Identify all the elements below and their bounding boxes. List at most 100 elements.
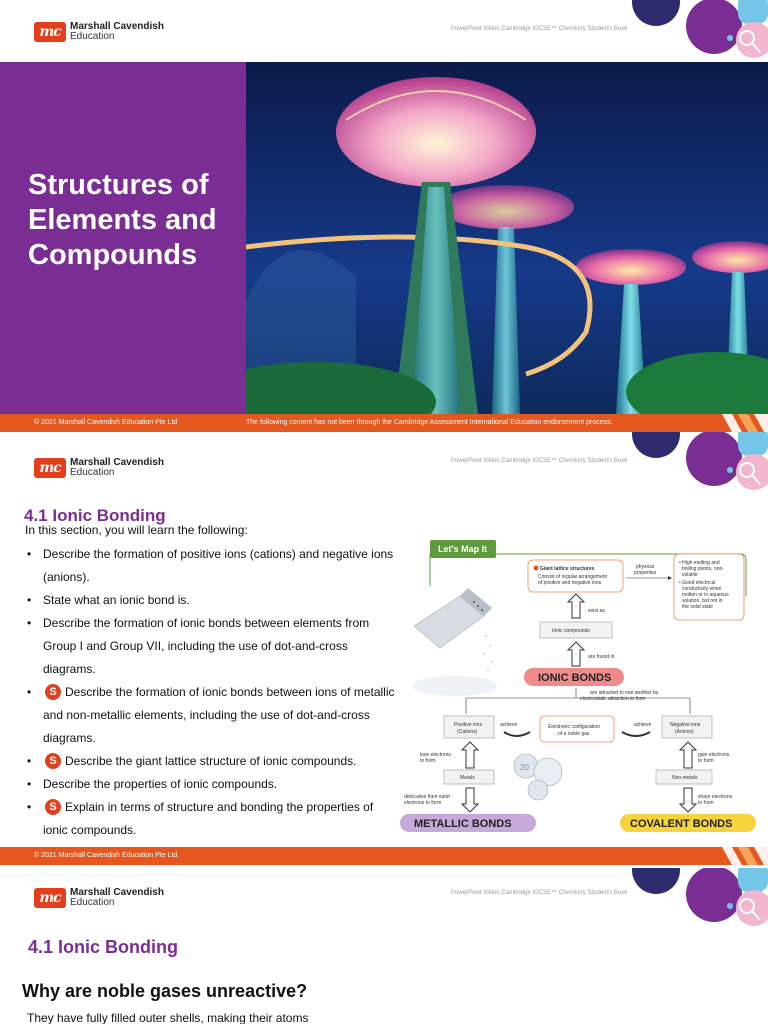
are-found-in-label: are found in bbox=[588, 654, 615, 660]
title-panel bbox=[0, 62, 246, 414]
footer-stripes bbox=[722, 414, 768, 432]
down-arrow bbox=[460, 787, 480, 813]
title-line: Elements and bbox=[28, 204, 217, 236]
noble-gas-slide: mc Marshall Cavendish Education PowerPoi… bbox=[0, 868, 768, 1024]
logo-line-2: Education bbox=[70, 897, 115, 908]
non-metals-label: Non-metals bbox=[672, 775, 698, 781]
up-arrow bbox=[566, 593, 586, 619]
ionic-compounds-box bbox=[539, 621, 613, 639]
negative-ions-label: (Anions) bbox=[675, 729, 694, 735]
giant-lattice-label: Giant lattice structures bbox=[540, 566, 595, 572]
endorsement-note: The following content has not been throu… bbox=[246, 419, 613, 426]
achieve-label: achieve bbox=[500, 722, 517, 728]
metals-box bbox=[443, 769, 495, 785]
logo-mark: mc bbox=[34, 22, 66, 42]
title-line: Compounds bbox=[28, 239, 198, 271]
footer-bar: © 2021 Marshall Cavendish Education Pte … bbox=[0, 847, 768, 865]
coins-illustration: 20 bbox=[513, 753, 563, 801]
supplement-badge: S bbox=[45, 684, 61, 700]
objective-item: State what an ionic bond is. bbox=[25, 589, 397, 612]
negative-ions-box bbox=[661, 715, 713, 739]
property-item: molten or in aqueous bbox=[682, 592, 729, 598]
coin-value: 20 bbox=[520, 763, 529, 772]
giant-lattice-detail: Consist of regular arrangement bbox=[538, 574, 608, 580]
achieve-label: achieve bbox=[634, 722, 651, 728]
physical-properties-label: properties bbox=[634, 570, 657, 576]
section-heading: 4.1 Ionic Bonding bbox=[28, 937, 179, 957]
property-item: the solid state bbox=[682, 604, 713, 610]
metals-label: Metals bbox=[460, 775, 475, 781]
decorative-circles bbox=[632, 868, 768, 926]
up-arrow bbox=[678, 741, 698, 769]
property-item: • Good electrical bbox=[679, 580, 716, 586]
salt-shaker-illustration bbox=[413, 588, 497, 696]
positive-ions-box bbox=[443, 715, 495, 739]
footer-bar: © 2021 Marshall Cavendish Education Pte … bbox=[0, 414, 768, 432]
share-electrons-label: share electrons bbox=[698, 794, 733, 800]
covalent-bonds-label bbox=[620, 814, 756, 832]
logo-mark: mc bbox=[34, 458, 66, 478]
positive-ions-label: Positive ions bbox=[454, 722, 483, 728]
logo-mark: mc bbox=[34, 888, 66, 908]
brand-logo: mc Marshall Cavendish Education bbox=[34, 458, 164, 478]
logo-text: Marshall Cavendish Education bbox=[70, 22, 164, 42]
copyright-text: © 2021 Marshall Cavendish Education Pte … bbox=[34, 419, 178, 426]
supplement-badge: S bbox=[45, 753, 61, 769]
map-banner-text: Let's Map It bbox=[438, 544, 487, 554]
objective-item: Describe the properties of ionic compoun… bbox=[25, 773, 397, 796]
decorative-circles bbox=[632, 432, 768, 490]
decorative-circles bbox=[632, 0, 768, 58]
logo-line-1: Marshall Cavendish bbox=[70, 21, 164, 32]
slide-title: Structures of Elements and Compounds bbox=[28, 168, 243, 273]
metallic-bonds-label bbox=[400, 814, 536, 832]
question-text: Why are noble gases unreactive? bbox=[22, 981, 308, 1001]
section-intro: In this section, you will learn the foll… bbox=[25, 523, 248, 537]
properties-box bbox=[673, 553, 745, 621]
gain-electrons-label: gain electrons bbox=[698, 752, 730, 758]
logo-line-1: Marshall Cavendish bbox=[70, 457, 164, 468]
delocalise-label: delocalise their outer bbox=[404, 794, 450, 800]
title-slide: mc Marshall Cavendish Education PowerPoi… bbox=[0, 0, 768, 432]
objective-text: Explain in terms of structure and bondin… bbox=[43, 800, 374, 837]
property-item: volatile bbox=[682, 572, 698, 578]
physical-properties-label: physical bbox=[636, 564, 654, 570]
noble-gas-box bbox=[539, 715, 615, 743]
footer-stripes bbox=[722, 847, 768, 865]
share-electrons-label: to form bbox=[698, 800, 714, 806]
map-banner bbox=[430, 540, 496, 558]
covalent-bonds-text: COVALENT BONDS bbox=[630, 818, 732, 830]
header-note: PowerPoint Slides Cambridge IGCSE™ Chemi… bbox=[451, 890, 628, 896]
concept-map: .t5 { font-family: "Liberation Sans", sa… bbox=[400, 540, 756, 832]
header-note: PowerPoint Slides Cambridge IGCSE™ Chemi… bbox=[451, 458, 628, 464]
objective-text: Describe the giant lattice structure of … bbox=[65, 754, 357, 768]
up-arrow bbox=[460, 741, 480, 769]
ionic-bonds-text: IONIC BONDS bbox=[538, 672, 611, 684]
copyright-text: © 2021 Marshall Cavendish Education Pte … bbox=[34, 852, 178, 859]
objective-text: Describe the formation of positive ions … bbox=[43, 547, 394, 584]
brand-logo: mc Marshall Cavendish Education bbox=[34, 888, 164, 908]
exist-as-label: exist as bbox=[588, 608, 605, 614]
ionic-compounds-label: Ionic compounds bbox=[552, 628, 590, 634]
delocalise-label: electrons to form bbox=[404, 800, 441, 806]
logo-text: Marshall Cavendish Education bbox=[70, 888, 164, 908]
logo-line-2: Education bbox=[70, 31, 115, 42]
noble-gas-label: Electronic configuration bbox=[548, 724, 600, 730]
section-heading: 4.1 Ionic Bonding bbox=[24, 506, 166, 525]
objective-text: Describe the properties of ionic compoun… bbox=[43, 777, 278, 791]
giant-lattice-detail: of positive and negative ions bbox=[538, 580, 602, 586]
objectives-list: Describe the formation of positive ions … bbox=[25, 543, 397, 842]
objective-text: State what an ionic bond is. bbox=[43, 593, 190, 607]
objective-text: Describe the formation of ionic bonds be… bbox=[43, 685, 395, 745]
property-item: • High melting and bbox=[679, 560, 720, 566]
supertree-photo bbox=[246, 62, 768, 414]
learning-objectives-slide: mc Marshall Cavendish Education PowerPoi… bbox=[0, 432, 768, 868]
gain-electrons-label: to form bbox=[698, 758, 714, 764]
ionic-bonds-label bbox=[524, 668, 624, 686]
noble-gas-label: of a noble gas bbox=[558, 731, 590, 737]
property-item: solution, but not in bbox=[682, 598, 723, 604]
metallic-bonds-text: METALLIC BONDS bbox=[414, 818, 512, 830]
positive-ions-label: (Cations) bbox=[457, 729, 478, 735]
non-metals-box bbox=[655, 769, 713, 785]
